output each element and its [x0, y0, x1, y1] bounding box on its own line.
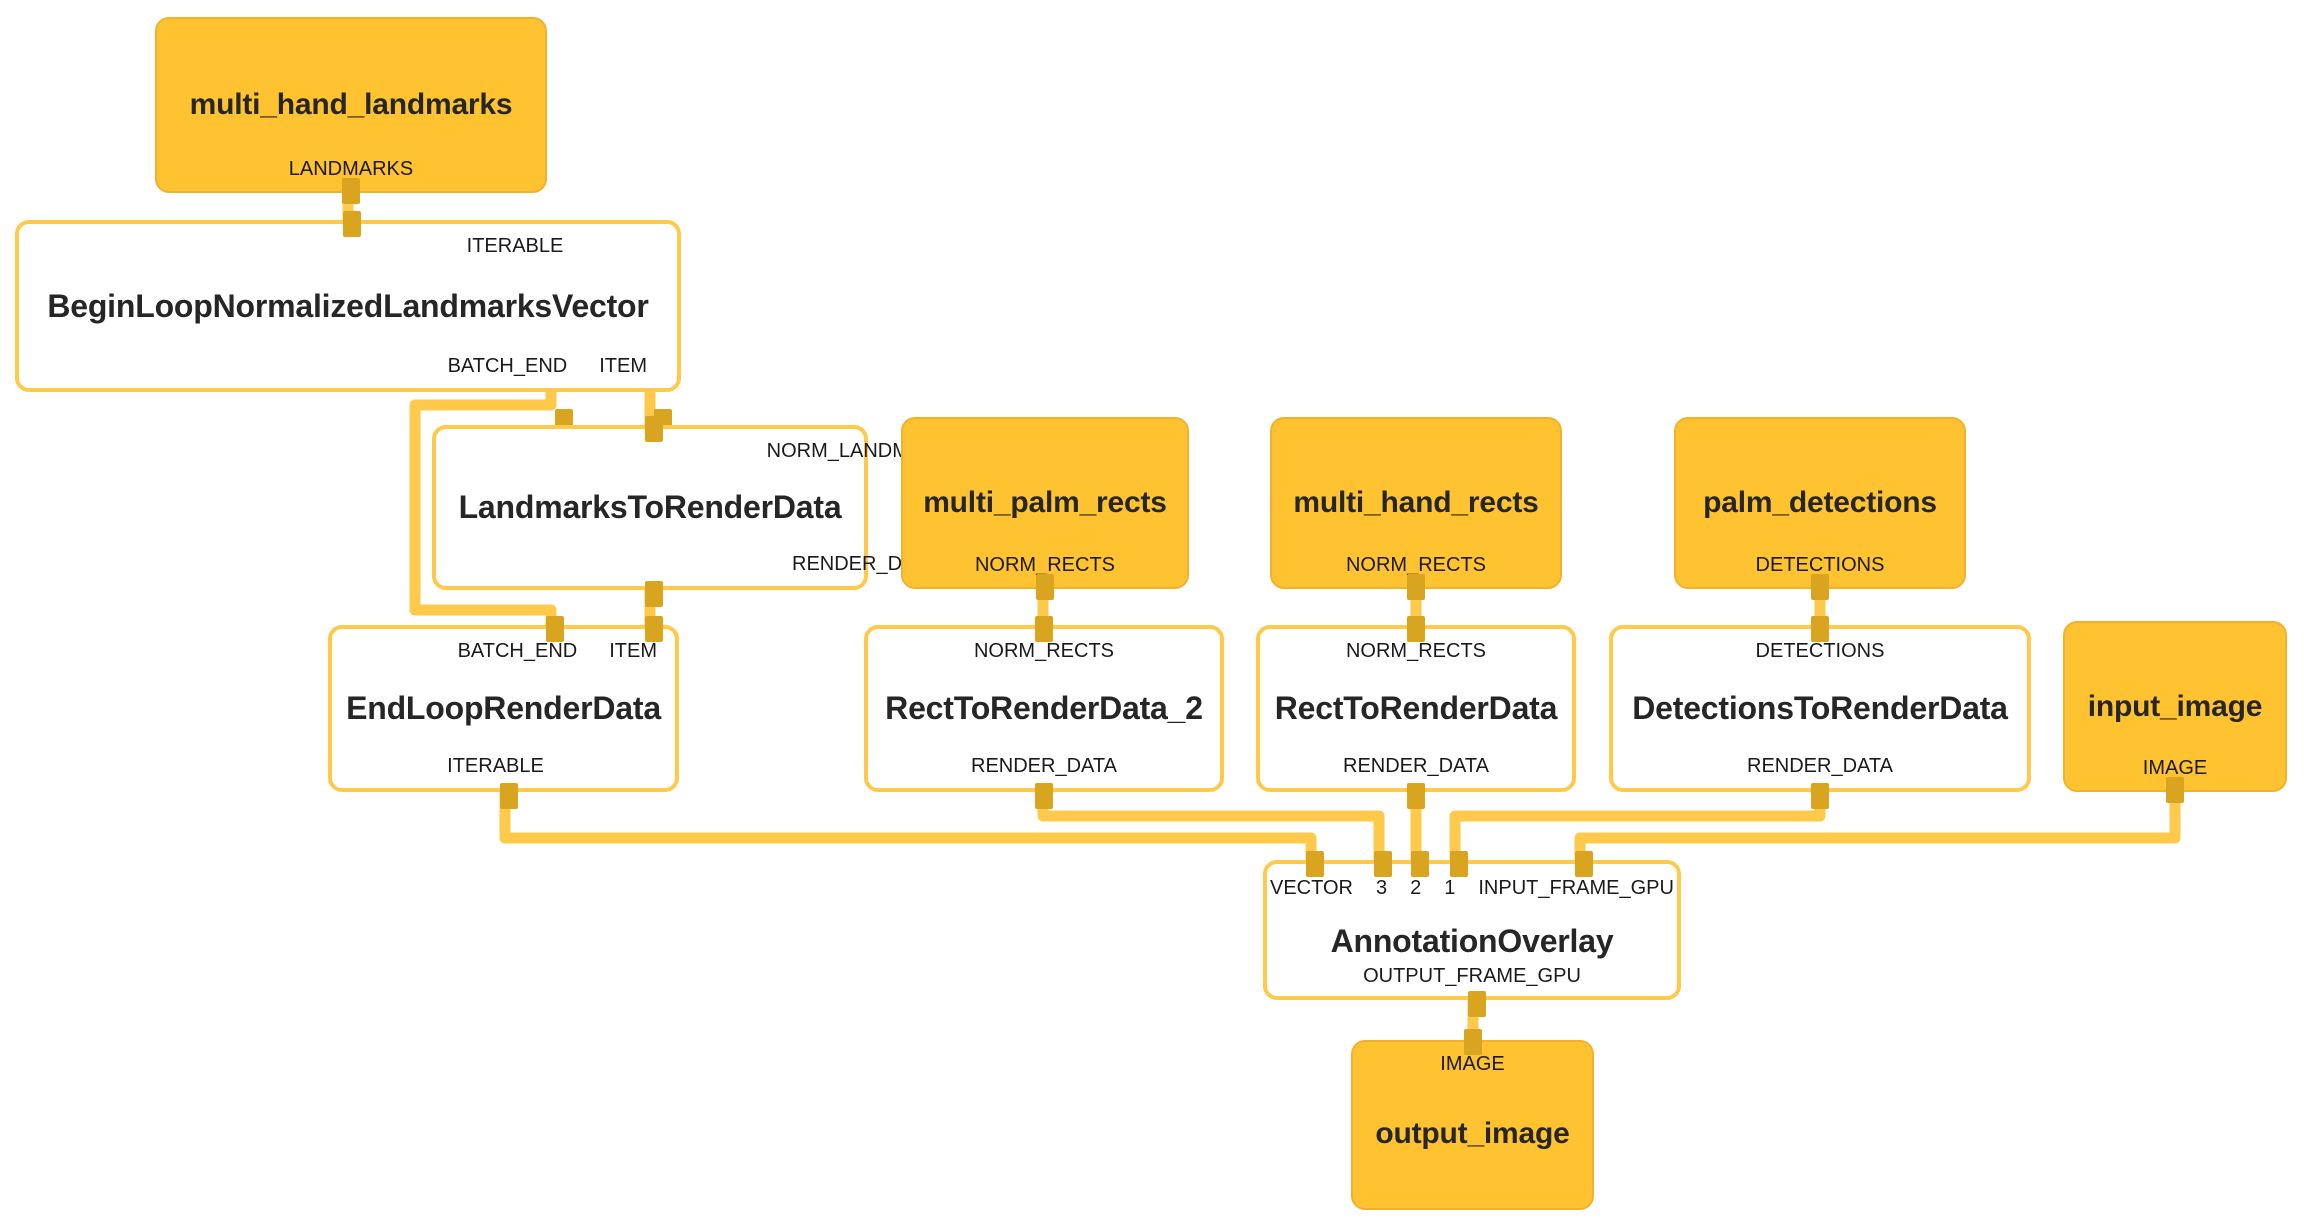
port-label-image: IMAGE	[2142, 757, 2208, 779]
node-title: DetectionsToRenderData	[1632, 690, 2008, 726]
output-port-row: RENDER_DATA	[1613, 756, 2027, 776]
port-stub-iterable-in[interactable]	[343, 211, 361, 237]
node-title: input_image	[2087, 689, 2263, 723]
node-annotation-overlay[interactable]: VECTOR 3 2 1 INPUT_FRAME_GPU AnnotationO…	[1263, 851, 1681, 1017]
port-stub-render-data-out[interactable]	[1811, 783, 1829, 809]
port-label-item: ITEM	[599, 355, 647, 377]
port-stub-landmarks-out[interactable]	[342, 178, 360, 204]
port-stub-norm-rects-out[interactable]	[1407, 574, 1425, 600]
output-port-row: LANDMARKS	[157, 159, 545, 179]
port-label-1: 1	[1444, 877, 1456, 899]
node-rect-to-render-data-2[interactable]: NORM_RECTS RectToRenderData_2 RENDER_DAT…	[864, 616, 1224, 809]
input-port-row: NORM_RECTS	[868, 641, 1220, 661]
node-detections-to-render-data[interactable]: DETECTIONS DetectionsToRenderData RENDER…	[1609, 616, 2031, 809]
port-stub-image-out[interactable]	[2166, 777, 2184, 803]
port-stub-item-in[interactable]	[645, 616, 663, 642]
output-port-row: RENDER_DATA	[868, 756, 1220, 776]
port-stub-norm-landmarks-in[interactable]	[645, 416, 663, 442]
node-title: multi_palm_rects	[923, 486, 1167, 519]
output-port-row: ITERABLE	[324, 756, 667, 776]
node-title: RectToRenderData	[1274, 690, 1558, 726]
port-label-detections: DETECTIONS	[1755, 640, 1885, 662]
port-stub-detections-in[interactable]	[1811, 616, 1829, 642]
port-label-batch-end: BATCH_END	[447, 355, 568, 377]
node-end-loop-render-data[interactable]: BATCH_END ITEM EndLoopRenderData ITERABL…	[328, 616, 679, 809]
port-label-2: 2	[1410, 877, 1422, 899]
node-input-image[interactable]: input_image IMAGE	[2063, 621, 2287, 803]
output-port-row: IMAGE	[2065, 758, 2285, 778]
port-stub-output-frame-gpu-out[interactable]	[1468, 991, 1486, 1017]
node-rect-to-render-data[interactable]: NORM_RECTS RectToRenderData RENDER_DATA	[1256, 616, 1576, 809]
node-title: BeginLoopNormalizedLandmarksVector	[47, 287, 649, 324]
node-title: palm_detections	[1703, 486, 1937, 519]
node-title: EndLoopRenderData	[346, 690, 661, 726]
port-label-input-frame-gpu: INPUT_FRAME_GPU	[1478, 877, 1674, 899]
input-port-row: NORM_RECTS	[1260, 641, 1572, 661]
node-palm-detections[interactable]: palm_detections DETECTIONS	[1674, 417, 1966, 600]
node-multi-hand-rects[interactable]: multi_hand_rects NORM_RECTS	[1270, 417, 1562, 600]
input-port-row: BATCH_END ITEM	[332, 641, 675, 661]
port-stub-batch-end-in[interactable]	[546, 616, 564, 642]
node-title: AnnotationOverlay	[1330, 922, 1614, 959]
port-stub-detections-out[interactable]	[1811, 574, 1829, 600]
output-port-row: OUTPUT_FRAME_GPU	[1267, 966, 1677, 986]
port-stub-2-in[interactable]	[1411, 851, 1429, 877]
node-title: multi_hand_rects	[1293, 486, 1539, 519]
port-label-output-frame-gpu: OUTPUT_FRAME_GPU	[1363, 965, 1581, 987]
input-port-row: ITERABLE	[186, 236, 844, 256]
port-label-landmarks: LANDMARKS	[288, 158, 414, 180]
port-stub-norm-rects-out[interactable]	[1036, 574, 1054, 600]
port-stub-3-in[interactable]	[1374, 851, 1392, 877]
port-label-iterable: ITERABLE	[466, 235, 564, 257]
port-label-render-data: RENDER_DATA	[1747, 755, 1893, 777]
port-stub-input-frame-gpu-in[interactable]	[1575, 851, 1593, 877]
port-stub-render-data-out[interactable]	[645, 581, 663, 607]
node-multi-palm-rects[interactable]: multi_palm_rects NORM_RECTS	[901, 417, 1189, 600]
port-label-batch-end: BATCH_END	[457, 640, 578, 662]
node-title: RectToRenderData_2	[885, 690, 1203, 726]
port-stub-norm-rects-in[interactable]	[1407, 616, 1425, 642]
input-port-row: IMAGE	[1353, 1054, 1592, 1074]
port-label-image: IMAGE	[1440, 1053, 1505, 1075]
port-stub-vector-in[interactable]	[1306, 851, 1324, 877]
node-landmarks-to-render-data[interactable]: NORM_LANDMARKS LandmarksToRenderData REN…	[432, 416, 963, 607]
output-port-row: NORM_RECTS	[1272, 555, 1560, 575]
port-stub-render-data-out[interactable]	[1035, 783, 1053, 809]
port-label-norm-rects: NORM_RECTS	[1345, 640, 1486, 662]
port-label-norm-rects: NORM_RECTS	[974, 554, 1115, 576]
port-stub-render-data-out[interactable]	[1407, 783, 1425, 809]
port-label-norm-rects: NORM_RECTS	[1345, 554, 1486, 576]
port-stub-iterable-out[interactable]	[500, 783, 518, 809]
output-port-row: BATCH_END ITEM	[19, 356, 677, 376]
port-label-detections: DETECTIONS	[1755, 554, 1885, 576]
output-port-row: RENDER_DATA	[1260, 756, 1572, 776]
node-title: output_image	[1375, 1117, 1570, 1150]
port-label-norm-rects: NORM_RECTS	[973, 640, 1114, 662]
node-output-image[interactable]: IMAGE output_image	[1351, 1029, 1594, 1210]
edge-r2-to-port3	[1037, 792, 1385, 862]
port-stub-norm-rects-in[interactable]	[1035, 616, 1053, 642]
port-label-iterable: ITERABLE	[447, 755, 544, 777]
port-label-vector: VECTOR	[1270, 877, 1353, 899]
node-begin-loop-normalized-landmarks-vector[interactable]: ITERABLE BeginLoopNormalizedLandmarksVec…	[15, 211, 681, 435]
output-port-row: NORM_RECTS	[903, 555, 1187, 575]
node-title: multi_hand_landmarks	[189, 88, 513, 121]
port-label-item: ITEM	[609, 640, 657, 662]
node-title: LandmarksToRenderData	[458, 489, 842, 525]
edge-iterable-to-vector	[499, 792, 1317, 862]
port-stub-1-in[interactable]	[1450, 851, 1468, 877]
input-port-row: DETECTIONS	[1613, 641, 2027, 661]
port-stub-image-in[interactable]	[1463, 1029, 1482, 1055]
port-label-render-data: RENDER_DATA	[971, 755, 1117, 777]
edge-d2rd-to-port1	[1449, 792, 1826, 862]
port-label-3: 3	[1375, 877, 1388, 899]
node-multi-hand-landmarks[interactable]: multi_hand_landmarks LANDMARKS	[155, 17, 547, 204]
edge-image-to-inputframe	[1574, 792, 2181, 862]
output-port-row: DETECTIONS	[1676, 555, 1964, 575]
input-port-row: VECTOR 3 2 1 INPUT_FRAME_GPU	[1267, 878, 1677, 898]
port-label-render-data: RENDER_DATA	[1343, 755, 1489, 777]
